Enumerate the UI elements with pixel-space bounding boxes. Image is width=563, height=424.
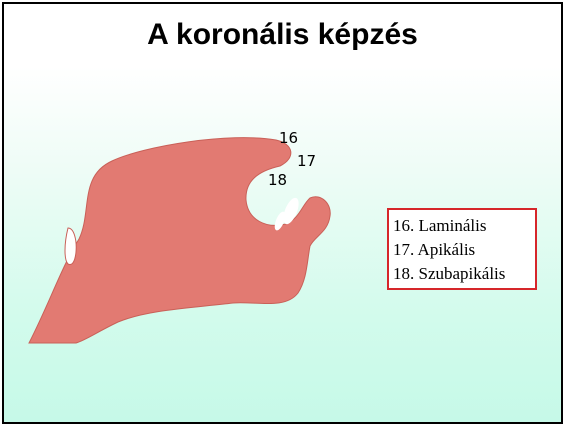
legend-item-apikalis: 17. Apikális	[393, 238, 535, 262]
left-white-mark	[65, 228, 76, 265]
label-17: 17	[297, 152, 316, 170]
legend-item-szubapikalis: 18. Szubapikális	[393, 262, 535, 286]
label-16: 16	[279, 129, 298, 147]
legend-box: 16. Laminális 17. Apikális 18. Szubapiká…	[387, 208, 537, 290]
legend-item-laminalis: 16. Laminális	[393, 214, 535, 238]
label-18: 18	[268, 171, 287, 189]
